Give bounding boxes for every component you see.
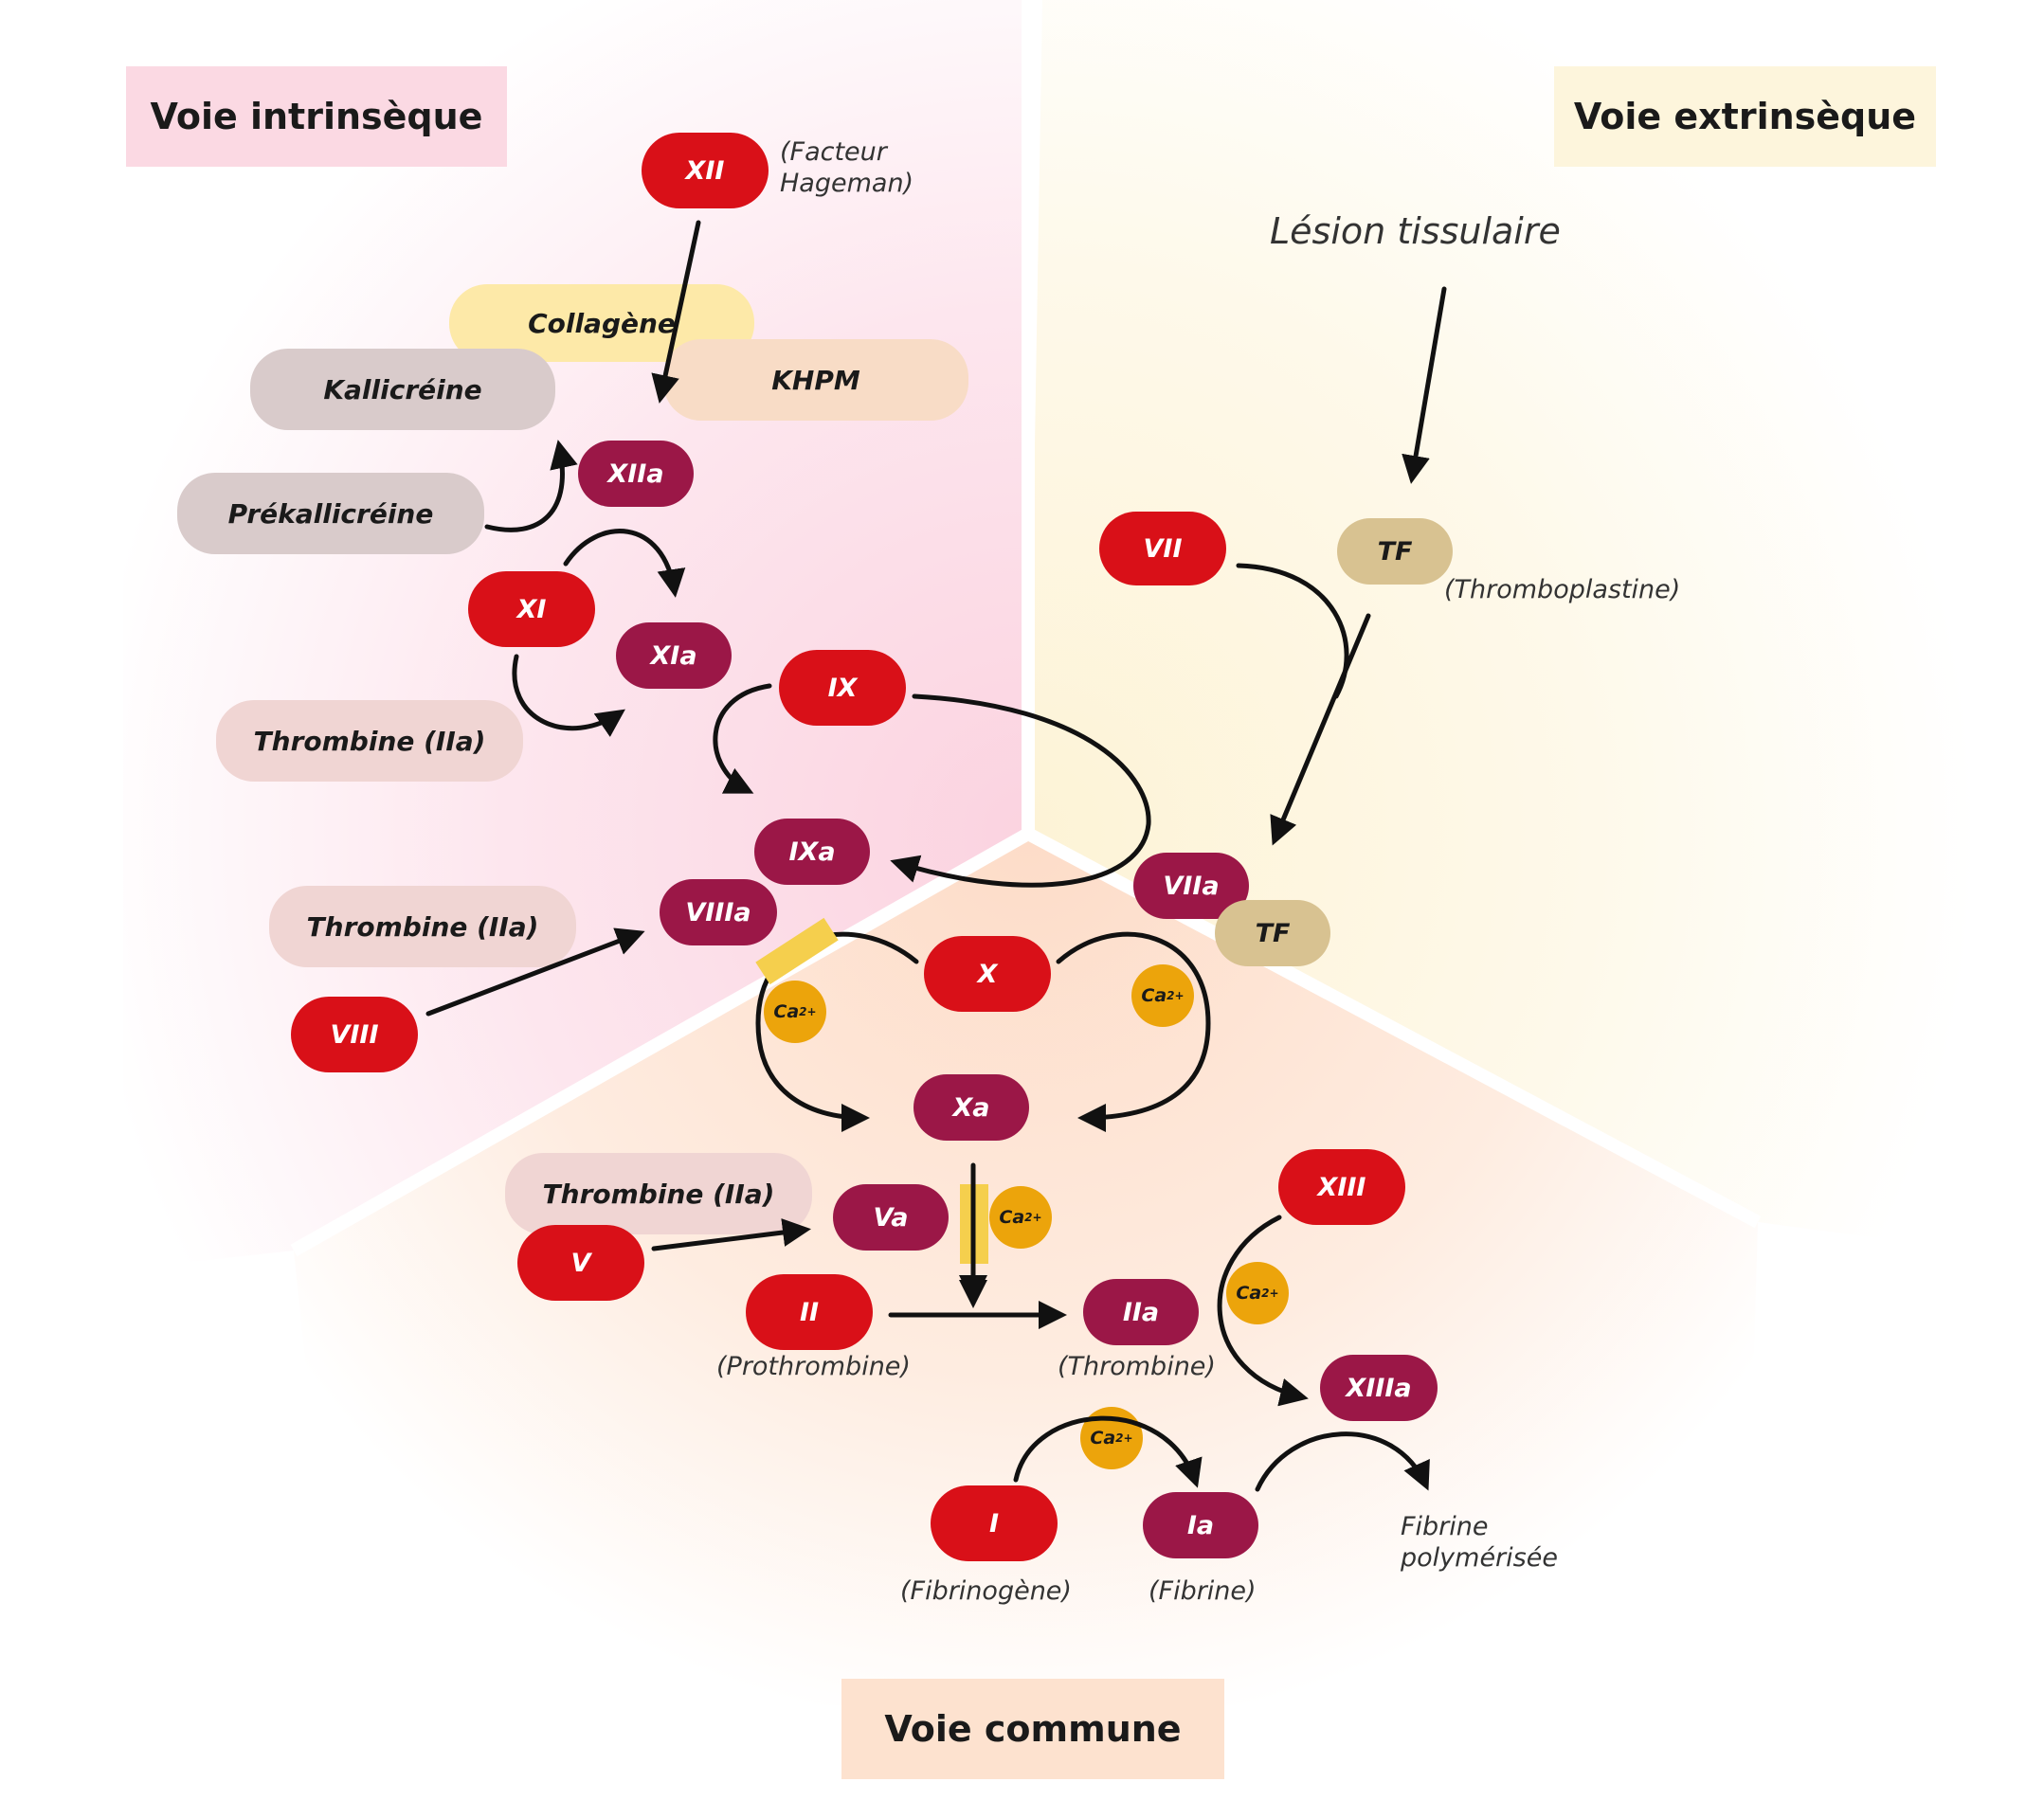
note-line: polymérisée [1401,1543,1558,1573]
factor-viiia: VIIIa [660,879,777,945]
factor-viii: VIII [291,997,418,1072]
intrinsic-pathway-title: Voie intrinsèque [126,66,507,167]
factor-xiii: XIII [1278,1149,1405,1225]
extrinsic-pathway-title: Voie extrinsèque [1554,66,1936,167]
factor-xi: XI [468,571,595,647]
factor-ii: II [746,1274,873,1350]
factor-ia: Ia [1143,1492,1258,1558]
factor-v: V [517,1225,644,1301]
common-pathway-title: Voie commune [841,1679,1224,1779]
factor-xiiia: XIIIa [1320,1355,1438,1421]
factor-iia: IIa [1083,1279,1199,1345]
prothrombine-note: (Prothrombine) [716,1352,911,1381]
factor-ixa: IXa [754,819,870,885]
thrombine-pill-v: Thrombine (IIa) [505,1153,812,1234]
thrombine-pill-viii: Thrombine (IIa) [269,886,576,967]
thrombine-pill-xi: Thrombine (IIa) [216,700,523,782]
factor-x: X [924,936,1051,1012]
fibrine-polymerisee-note: Fibrine polymérisée [1401,1511,1558,1574]
kallicreine-pill: Kallicréine [250,349,555,430]
factor-ix: IX [779,650,906,726]
thromboplastine-note: (Thromboplastine) [1444,575,1681,604]
facteur-hageman-note: (Facteur Hageman) [780,136,913,199]
note-line: (Facteur [780,137,887,167]
factor-xii: XII [642,133,769,208]
note-line: Fibrine [1401,1512,1489,1541]
note-line: Hageman) [780,169,914,198]
thrombine-note: (Thrombine) [1058,1352,1216,1381]
fibrine-note: (Fibrine) [1149,1576,1257,1606]
lesion-tissulaire-note: Lésion tissulaire [1270,210,1561,252]
factor-va: Va [833,1184,949,1251]
factor-vii: VII [1099,512,1226,585]
khpm-pill: KHPM [663,339,968,421]
factor-xa: Xa [913,1074,1029,1141]
tissue-factor-pill-complex: TF [1215,900,1330,966]
tissue-factor-pill: TF [1337,518,1453,585]
factor-viia: VIIa [1133,853,1249,919]
prekallicreine-pill: Prékallicréine [177,473,484,554]
factor-xia: XIa [616,622,732,689]
factor-i: I [931,1485,1058,1561]
factor-xiia: XIIa [578,441,694,507]
fibrinogene-note: (Fibrinogène) [900,1576,1072,1606]
